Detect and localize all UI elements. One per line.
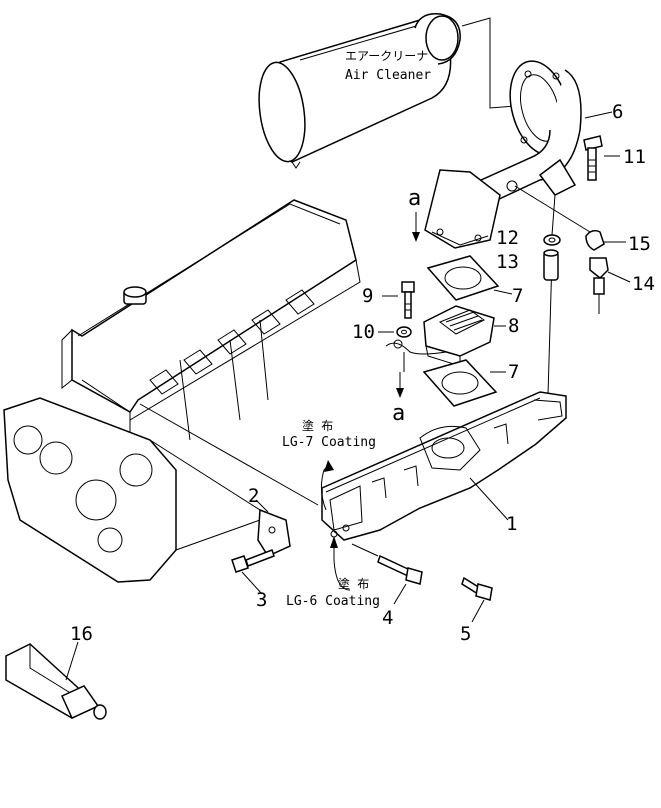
bolt-5 [461, 576, 493, 601]
intake-manifold-1 [321, 391, 567, 541]
callout-4: 4 [382, 607, 393, 629]
mark-a-top: a [408, 186, 421, 211]
air-cleaner: エアークリーナ Air Cleaner [258, 13, 461, 169]
callout-1: 1 [506, 513, 517, 535]
callout-6: 6 [612, 101, 623, 123]
engine-block [3, 199, 361, 583]
callout-14: 14 [632, 273, 655, 295]
callout-2: 2 [248, 485, 259, 507]
callout-13: 13 [496, 251, 519, 273]
lg7-jp-label: 塗 布 [302, 418, 333, 433]
washer-12 [543, 234, 561, 246]
callout-7-bottom: 7 [508, 361, 519, 383]
lg6-jp-label: 塗 布 [338, 576, 369, 591]
bolt-3 [231, 549, 275, 573]
callout-11: 11 [623, 146, 646, 168]
bolt-11 [583, 135, 603, 181]
lg7-en-label: LG-7 Coating [282, 435, 376, 450]
bracket-2 [257, 508, 291, 557]
gasket-7-top [426, 255, 500, 301]
air-cleaner-en-label: Air Cleaner [345, 68, 431, 83]
callout-12: 12 [496, 227, 519, 249]
callout-5: 5 [460, 623, 471, 645]
part-16 [5, 643, 107, 720]
callout-7-top: 7 [512, 285, 523, 307]
callout-15: 15 [628, 233, 651, 255]
callout-8: 8 [508, 315, 519, 337]
intake-elbow [424, 60, 582, 249]
callout-10: 10 [352, 321, 375, 343]
gasket-7-bottom [422, 359, 498, 407]
intake-heater-8 [385, 305, 495, 372]
callout-9: 9 [362, 285, 373, 307]
lg6-en-label: LG-6 Coating [286, 594, 380, 609]
sensor-14 [589, 257, 609, 314]
air-cleaner-jp-label: エアークリーナ [345, 49, 428, 63]
callout-16: 16 [70, 623, 93, 645]
mark-a-bottom: a [392, 401, 405, 426]
callout-3: 3 [256, 589, 267, 611]
spacer-13 [543, 249, 559, 281]
washer-10 [396, 326, 412, 338]
bolt-4 [351, 543, 423, 585]
fitting-15 [585, 229, 605, 251]
bolt-9 [401, 281, 415, 319]
